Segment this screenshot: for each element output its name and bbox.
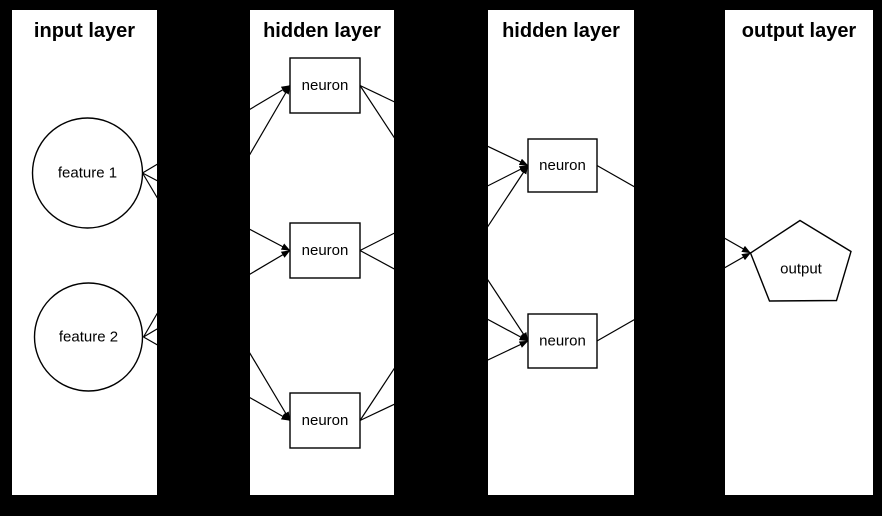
node-hidden1-neuron-2: neuron	[289, 222, 361, 279]
panel-title: input layer	[34, 20, 135, 42]
panel-input-layer: input layer	[12, 10, 157, 495]
feature-2-circle	[33, 282, 144, 392]
node-hidden1-neuron-1: neuron	[289, 57, 361, 114]
node-output: output	[749, 219, 852, 302]
panel-background	[488, 10, 634, 495]
feature-1-label: feature 1	[58, 165, 117, 182]
neuron-label: neuron	[302, 412, 349, 429]
neuron-label: neuron	[302, 77, 349, 94]
node-hidden2-neuron-2: neuron	[527, 313, 598, 369]
node-hidden1-neuron-3: neuron	[289, 392, 361, 449]
output-pentagon	[749, 219, 852, 302]
panel-background	[12, 10, 157, 495]
panel-title: hidden layer	[502, 20, 620, 42]
neuron-label: neuron	[302, 242, 349, 259]
node-feature-1: feature 1	[31, 117, 144, 229]
neuron-label: neuron	[539, 333, 586, 350]
neuron-label: neuron	[539, 157, 586, 174]
feature-2-label: feature 2	[59, 329, 118, 346]
node-hidden2-neuron-1: neuron	[527, 138, 598, 193]
panel-title: output layer	[742, 20, 857, 42]
output-label: output	[780, 261, 823, 278]
panel-hidden-layer-2: hidden layer	[488, 10, 634, 495]
panel-title: hidden layer	[263, 20, 381, 42]
neuron-box	[289, 222, 361, 279]
node-feature-2: feature 2	[33, 282, 144, 392]
